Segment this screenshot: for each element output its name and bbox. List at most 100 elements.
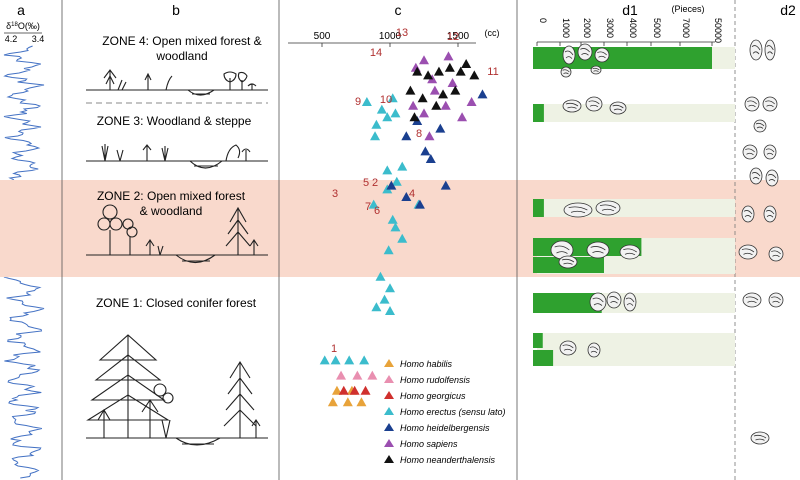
zone4-title-line1: ZONE 4: Open mixed forest & xyxy=(102,34,261,48)
species-point xyxy=(385,306,395,315)
stone-tool-illustration xyxy=(753,119,767,133)
stone-tool-illustration xyxy=(586,241,610,259)
legend-marker xyxy=(384,439,394,447)
species-point xyxy=(429,85,440,95)
stone-tool-illustration xyxy=(589,292,607,312)
species-point xyxy=(376,104,387,114)
stone-tool-illustration xyxy=(749,167,763,185)
stone-tool-facet xyxy=(562,69,570,75)
legend-label: Homo habilis xyxy=(400,359,453,369)
stone-tool-facet xyxy=(765,100,775,108)
site-number-label: 3 xyxy=(332,188,338,200)
stone-tool-illustration xyxy=(764,39,776,61)
species-point xyxy=(331,385,342,395)
d1-stone-tool-illustrations xyxy=(550,43,641,358)
zone2-title-line2: & woodland xyxy=(140,204,203,218)
species-point xyxy=(477,89,488,99)
d18o-superscript: 18 xyxy=(11,22,18,28)
stone-tool-facet xyxy=(625,297,635,306)
zone2-landscape-illustration xyxy=(86,204,268,264)
stone-tool-illustration xyxy=(744,96,760,112)
stone-tool-illustration xyxy=(742,292,762,308)
stone-tool-facet xyxy=(751,172,761,180)
pieces-tick-label: 0 xyxy=(538,18,548,23)
stone-tool-facet xyxy=(745,148,755,156)
zone4-landscape-illustration xyxy=(86,69,268,96)
stone-tool-facet xyxy=(743,210,753,218)
stone-tool-facet xyxy=(561,258,575,265)
species-point xyxy=(420,146,431,156)
species-point xyxy=(383,245,394,255)
species-point xyxy=(375,271,386,281)
species-point xyxy=(359,355,370,365)
species-point xyxy=(466,97,477,106)
stone-tool-illustration xyxy=(763,205,777,223)
species-point xyxy=(360,385,371,395)
stone-tool-facet xyxy=(771,296,781,304)
species-point xyxy=(344,355,355,365)
site-number-label: 6 xyxy=(374,205,380,217)
pieces-tick-label: 5000 xyxy=(652,18,662,38)
species-point xyxy=(424,131,435,141)
stone-tool-facet xyxy=(592,297,604,306)
site-number-label: 1 xyxy=(331,343,337,355)
artifact-count-bar xyxy=(533,293,602,313)
legend-marker xyxy=(384,359,394,367)
species-point xyxy=(444,62,455,72)
species-point xyxy=(425,154,436,163)
stone-tool-illustration xyxy=(558,255,578,269)
d18o-symbol: δ xyxy=(6,21,11,31)
pieces-tick-label: 4000 xyxy=(628,18,638,38)
species-point xyxy=(469,70,480,80)
stone-tool-facet xyxy=(588,100,600,108)
species-point xyxy=(370,131,381,141)
legend-label: Homo rudolfensis xyxy=(400,375,471,385)
d18o-axis-label: δ18O(‰) xyxy=(6,21,40,31)
site-number-label: 14 xyxy=(370,47,382,59)
zone4-title-line2: woodland xyxy=(155,49,207,63)
species-point xyxy=(361,97,372,106)
artifact-count-bar xyxy=(533,47,712,69)
artifact-count-bar xyxy=(533,333,543,348)
species-point xyxy=(342,397,353,407)
species-point xyxy=(409,112,420,122)
stone-tool-illustration xyxy=(738,244,758,260)
site-number-label: 4 xyxy=(409,188,415,200)
species-point xyxy=(356,397,367,407)
species-point xyxy=(461,59,472,68)
stone-tool-facet xyxy=(554,245,570,254)
species-point xyxy=(352,370,363,380)
species-point xyxy=(371,119,382,129)
stone-tool-illustration xyxy=(763,144,777,160)
stone-tool-illustration xyxy=(619,244,641,260)
species-point xyxy=(457,112,468,122)
site-number-label: 2 xyxy=(372,177,378,189)
stone-tool-illustration xyxy=(750,431,770,445)
legend-marker xyxy=(384,423,394,431)
species-point xyxy=(338,385,349,395)
artifact-row-band xyxy=(537,104,735,122)
legend-label: Homo heidelbergensis xyxy=(400,423,490,433)
zone1-landscape-illustration xyxy=(86,334,268,446)
stone-tool-facet xyxy=(609,296,619,304)
stone-tool-facet xyxy=(741,248,755,256)
species-point xyxy=(401,131,412,141)
stone-tool-facet xyxy=(599,204,617,212)
species-point xyxy=(443,51,454,61)
species-point xyxy=(382,165,393,175)
species-point xyxy=(367,370,378,380)
species-point xyxy=(408,100,419,110)
species-point xyxy=(417,93,428,103)
d18o-tick-right: 3.4 xyxy=(32,34,45,44)
species-point xyxy=(447,78,458,87)
species-point xyxy=(397,233,408,243)
species-point xyxy=(390,108,401,118)
stone-tool-facet xyxy=(612,104,624,111)
stone-tool-illustration xyxy=(768,246,784,262)
stone-tool-facet xyxy=(753,434,767,441)
